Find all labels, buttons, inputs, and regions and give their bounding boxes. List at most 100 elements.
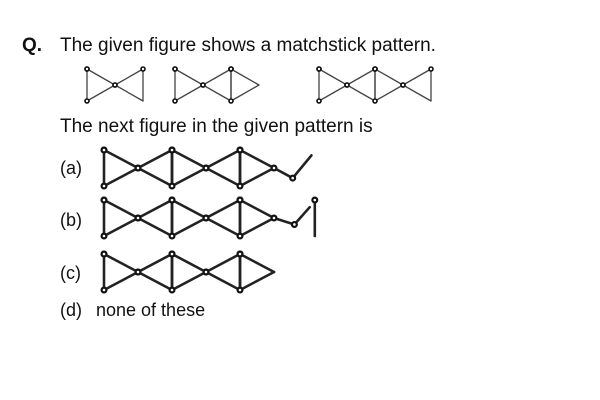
matchstick [293, 205, 311, 226]
matchstick [402, 84, 432, 102]
matchstick-head [100, 250, 108, 258]
matchstick [174, 84, 204, 102]
matchstick [136, 216, 174, 238]
matchstick [102, 166, 140, 188]
question-number: Q. [22, 35, 43, 56]
option-c-figure[interactable] [100, 250, 340, 294]
matchstick [204, 216, 242, 238]
matchstick-head [236, 196, 244, 204]
matchstick [136, 148, 174, 170]
matchstick-head [372, 98, 378, 104]
matchstick [374, 84, 404, 102]
matchstick-head [289, 174, 297, 182]
question-text: The given figure shows a matchstick patt… [60, 35, 436, 56]
option-b-label[interactable]: (b) [60, 210, 82, 230]
matchstick-head [316, 98, 322, 104]
matchstick-head [134, 268, 142, 276]
matchstick-head [100, 232, 108, 240]
matchstick [102, 148, 140, 170]
pattern-figure-1 [84, 66, 146, 104]
matchstick-head [270, 214, 278, 222]
matchstick-head [290, 220, 298, 228]
matchstick [102, 216, 140, 238]
matchstick [272, 216, 296, 226]
matchstick [238, 270, 276, 292]
matchstick [230, 84, 260, 102]
matchstick-head [100, 182, 108, 190]
matchstick [86, 84, 116, 102]
matchstick [238, 198, 276, 220]
matchstick [174, 68, 204, 86]
option-a-label[interactable]: (a) [60, 158, 82, 178]
matchstick [102, 270, 140, 292]
matchstick-head [400, 82, 406, 88]
matchstick [170, 148, 208, 170]
matchstick [374, 68, 404, 86]
matchstick-head [84, 66, 90, 72]
matchstick [102, 198, 140, 220]
matchstick-head [202, 164, 210, 172]
matchstick [204, 166, 242, 188]
matchstick [136, 198, 174, 220]
matchstick [202, 84, 232, 102]
matchstick-head [168, 286, 176, 294]
matchstick [136, 252, 174, 274]
matchstick-head [200, 82, 206, 88]
matchstick [204, 148, 242, 170]
option-a-figure[interactable] [100, 146, 340, 190]
matchstick [318, 84, 348, 102]
option-d-text[interactable]: none of these [96, 300, 206, 320]
matchstick-head [134, 214, 142, 222]
matchstick [204, 198, 242, 220]
matchstick [291, 154, 313, 180]
matchstick [238, 216, 276, 238]
matchstick [202, 68, 232, 86]
matchstick-head [140, 66, 146, 72]
matchstick [204, 252, 242, 274]
matchstick [114, 68, 144, 86]
option-c-label[interactable]: (c) [60, 263, 81, 283]
matchstick [170, 252, 208, 274]
matchstick [102, 252, 140, 274]
matchstick-head [372, 66, 378, 72]
option-d-label[interactable]: (d) [60, 300, 82, 320]
matchstick-head [236, 146, 244, 154]
pattern-figure-2 [172, 66, 260, 104]
matchstick-head [202, 214, 210, 222]
matchstick-head [228, 66, 234, 72]
matchstick [170, 166, 208, 188]
matchstick [272, 166, 294, 180]
matchstick-head [84, 98, 90, 104]
matchstick-head [168, 232, 176, 240]
matchstick-head [168, 182, 176, 190]
matchstick [136, 166, 174, 188]
matchstick-head [316, 66, 322, 72]
matchstick [346, 84, 376, 102]
matchstick-head [228, 98, 234, 104]
matchstick-head [100, 196, 108, 204]
matchstick [238, 252, 276, 274]
matchstick-head [428, 66, 434, 72]
matchstick [204, 270, 242, 292]
matchstick-head [344, 82, 350, 88]
matchstick-head [236, 232, 244, 240]
matchstick-head [236, 250, 244, 258]
matchstick-head [236, 286, 244, 294]
matchstick-head [100, 146, 108, 154]
matchstick-head [270, 164, 278, 172]
matchstick-head [168, 196, 176, 204]
option-b-figure[interactable] [100, 196, 340, 240]
matchstick [170, 216, 208, 238]
matchstick [230, 68, 260, 86]
matchstick [238, 166, 276, 188]
question-subtext: The next figure in the given pattern is [60, 116, 373, 137]
matchstick-head [168, 250, 176, 258]
matchstick-head [100, 286, 108, 294]
matchstick [402, 68, 432, 86]
matchstick-head [236, 182, 244, 190]
matchstick-head [311, 196, 319, 204]
pattern-figure-3 [316, 66, 434, 104]
matchstick [86, 68, 116, 86]
matchstick-head [172, 66, 178, 72]
matchstick [170, 270, 208, 292]
